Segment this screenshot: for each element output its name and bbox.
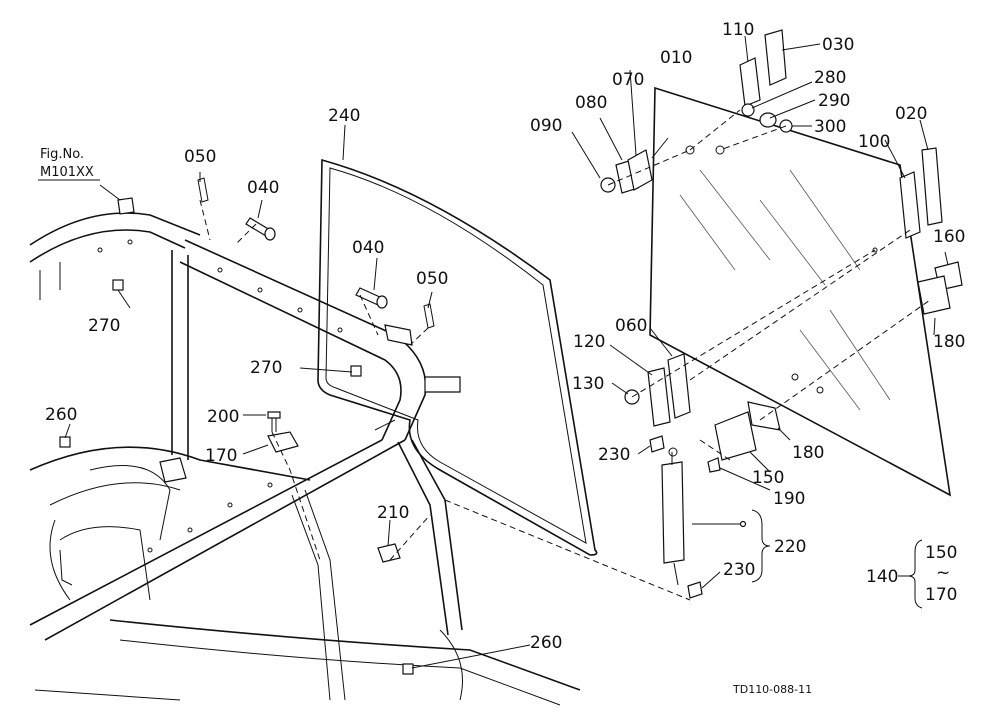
windshield-010 [649,86,952,497]
label-140-from: 150 [925,543,957,563]
label-130: 130 [572,374,604,394]
label-160: 160 [933,227,965,247]
label-280: 280 [814,68,846,88]
small-parts [59,29,963,675]
label-260-left: 260 [45,405,77,425]
label-210: 210 [377,503,409,523]
fig-no-label: Fig.No. [40,147,84,162]
label-140-to: 170 [925,585,957,605]
label-120: 120 [573,332,605,352]
label-010: 010 [660,48,692,68]
label-050-left: 050 [184,147,216,167]
cab-frame [29,197,581,706]
label-020: 020 [895,104,927,124]
label-180-right: 180 [933,332,965,352]
label-170: 170 [205,446,237,466]
assembly-lines [199,109,931,601]
label-040-left: 040 [247,178,279,198]
label-100: 100 [858,132,890,152]
label-240: 240 [328,106,360,126]
label-200: 200 [207,407,239,427]
label-090: 090 [530,116,562,136]
label-270-center: 270 [250,358,282,378]
label-140: 140 [866,567,898,587]
label-180-center: 180 [792,443,824,463]
label-260-right: 260 [530,633,562,653]
label-290: 290 [818,91,850,111]
door-glass-240 [317,158,598,556]
label-150: 150 [752,468,784,488]
label-140-tilde: ~ [936,563,950,583]
label-060: 060 [615,316,647,336]
label-270-left: 270 [88,316,120,336]
label-110: 110 [722,20,754,40]
label-030: 030 [822,35,854,55]
leader-lines [64,35,949,669]
part-labels: Fig.No. M101XX 050 040 240 040 050 270 2… [38,20,965,696]
label-230-upper: 230 [598,445,630,465]
fig-no-value: M101XX [40,165,94,180]
label-230-lower: 230 [723,560,755,580]
label-050-center: 050 [416,269,448,289]
label-190: 190 [773,489,805,509]
label-040-center: 040 [352,238,384,258]
label-070: 070 [612,70,644,90]
label-300: 300 [814,117,846,137]
drawing-code: TD110-088-11 [732,683,812,696]
label-220: 220 [774,537,806,557]
label-080: 080 [575,93,607,113]
